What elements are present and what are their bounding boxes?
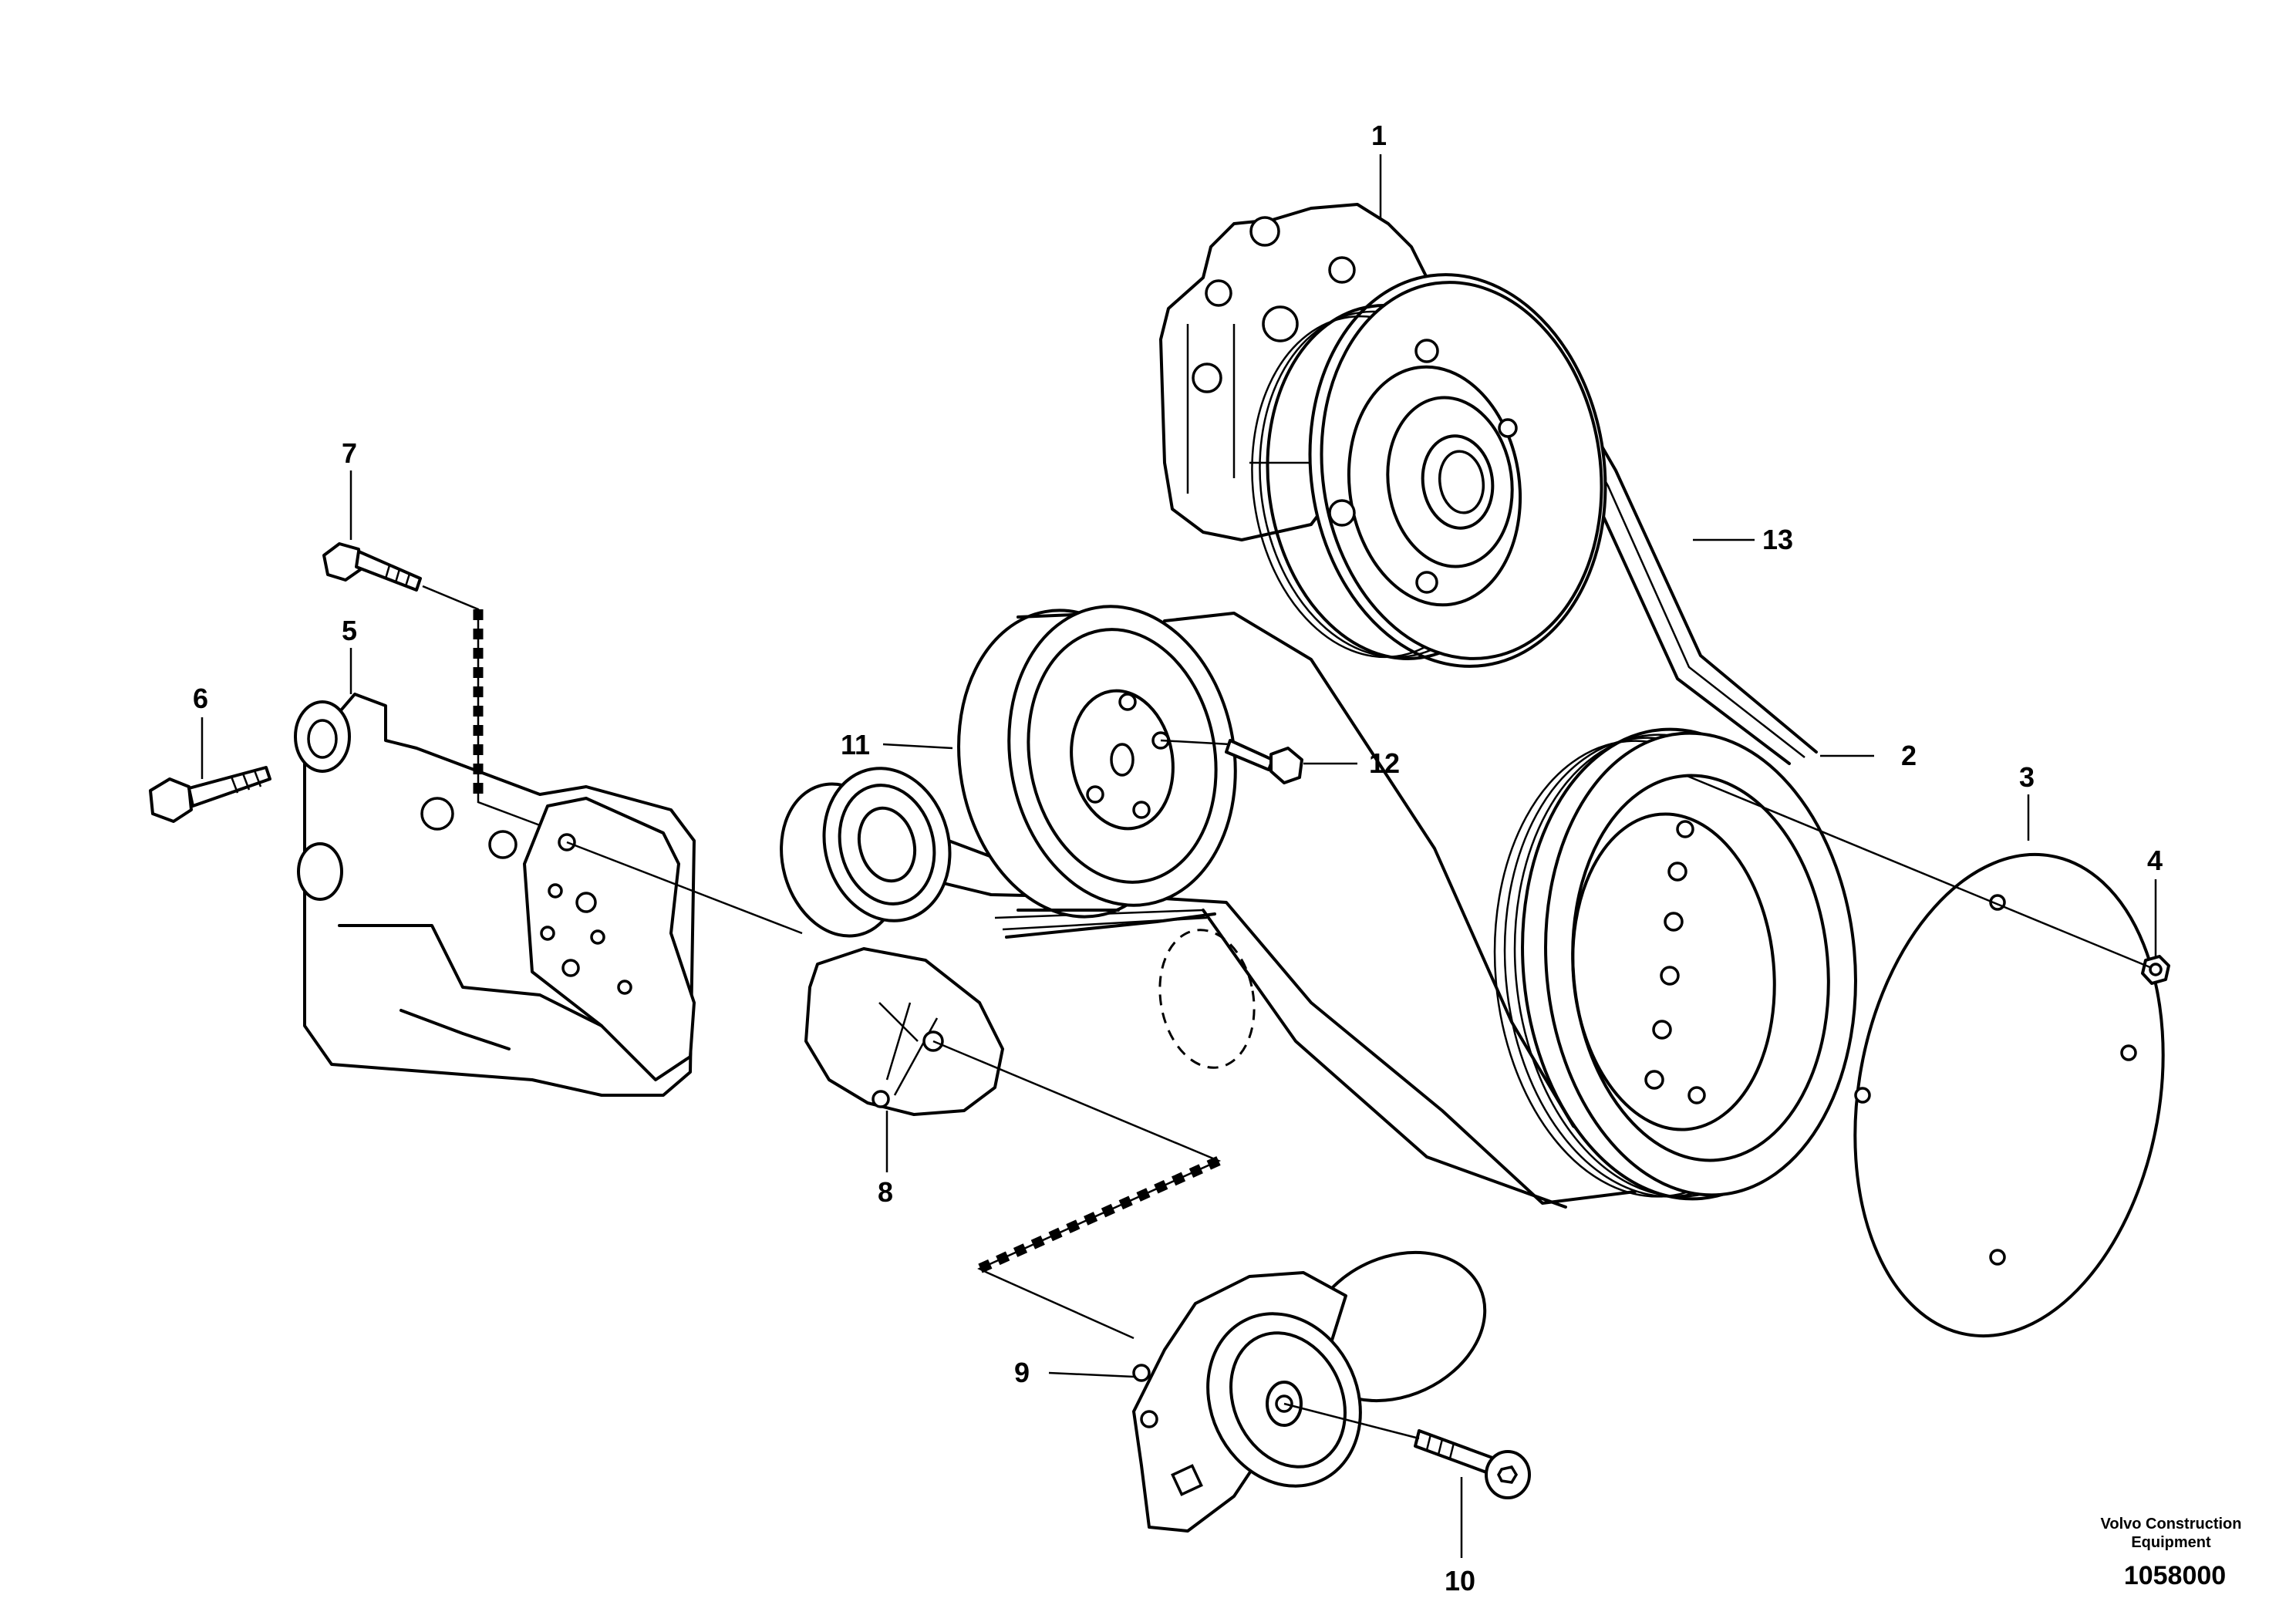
part-12-bolt xyxy=(1225,739,1303,784)
callout-5: 5 xyxy=(342,615,357,646)
callout-13: 13 xyxy=(1762,524,1793,555)
callout-7: 7 xyxy=(342,437,357,469)
part-7-bolt xyxy=(322,542,422,592)
callout-9: 9 xyxy=(1014,1357,1030,1388)
callout-12: 12 xyxy=(1369,747,1400,779)
part-2-crankshaft-pulley xyxy=(1493,727,1857,1201)
part-11-idler-pulley xyxy=(957,605,1237,919)
part-1-compressor-unit xyxy=(1159,203,1607,668)
callout-1: 1 xyxy=(1371,120,1387,151)
part-3-cover-plate xyxy=(1853,852,2165,1338)
part-4-nut xyxy=(2141,955,2170,985)
brand-line-1: Volvo Construction xyxy=(2101,1516,2242,1533)
callout-leaders xyxy=(201,154,2157,1558)
part-5-bracket xyxy=(294,693,696,1097)
phantom-hub-outline xyxy=(1158,929,1256,1069)
callout-10: 10 xyxy=(1445,1565,1475,1597)
part-10-socket-bolt xyxy=(1414,1429,1531,1499)
callouts: 1 2 3 4 5 6 7 8 9 10 11 12 13 xyxy=(193,120,2163,1597)
callout-8: 8 xyxy=(878,1176,893,1208)
drawing-number: 1058000 xyxy=(2124,1561,2226,1590)
callout-11: 11 xyxy=(841,729,870,760)
brand-line-2: Equipment xyxy=(2131,1534,2211,1551)
callout-6: 6 xyxy=(193,683,208,714)
part-6-bolt xyxy=(149,766,271,823)
callout-2: 2 xyxy=(1901,740,1917,771)
part-9-tensioner-assembly xyxy=(1132,1250,1487,1533)
footer: Volvo Construction Equipment 1058000 xyxy=(2101,1516,2242,1590)
part-8-tensioner-pulley xyxy=(780,767,1004,1116)
callout-3: 3 xyxy=(2019,761,2035,793)
assembly-lines xyxy=(422,585,2153,1440)
callout-4: 4 xyxy=(2147,845,2163,876)
